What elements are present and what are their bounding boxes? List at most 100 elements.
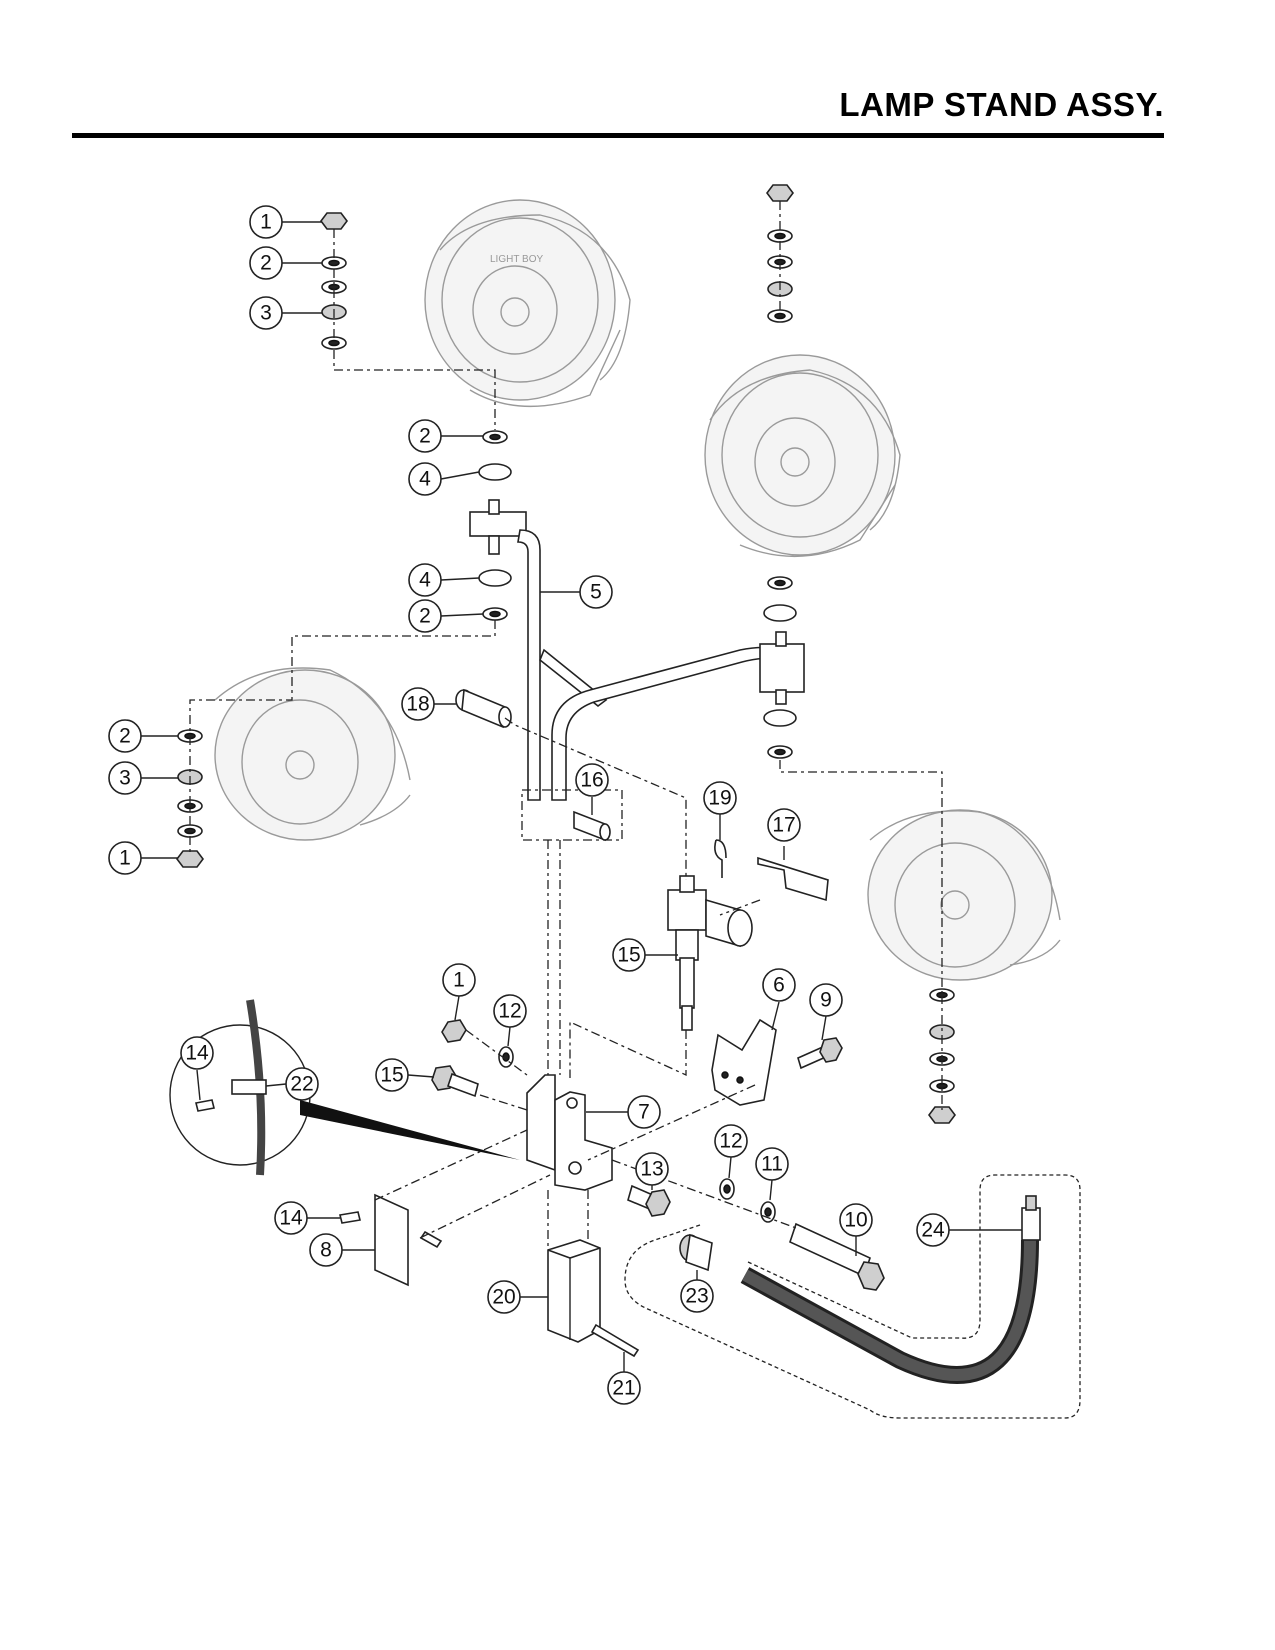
- bolt-10: [789, 1222, 885, 1291]
- latch-bracket: [757, 856, 829, 902]
- hardware-stack-center: [478, 430, 512, 621]
- callout-label: 3: [119, 767, 131, 790]
- callout-label: 9: [820, 989, 832, 1012]
- washer-12-right: [719, 1178, 735, 1200]
- callout-22: 22: [285, 1067, 319, 1101]
- callout-7: 7: [627, 1095, 661, 1129]
- hardware-stack-upper-right: [763, 184, 797, 759]
- callout-label: 1: [260, 211, 272, 234]
- callout-4-center-lower: 4: [408, 563, 442, 597]
- callout-15-upper: 15: [612, 938, 646, 972]
- callout-label: 3: [260, 302, 272, 325]
- callout-4-center-upper: 4: [408, 462, 442, 496]
- callout-label: 24: [921, 1219, 945, 1242]
- callout-label: 14: [279, 1207, 303, 1230]
- callout-label: 15: [380, 1064, 403, 1087]
- callout-label: 15: [617, 944, 640, 967]
- support-bracket: [711, 1018, 777, 1106]
- callout-label: 2: [419, 425, 431, 448]
- callout-3-left: 3: [108, 761, 142, 795]
- callout-label: 23: [685, 1285, 708, 1308]
- screw-14-b: [419, 1230, 443, 1249]
- power-cable: [740, 1195, 1041, 1384]
- callout-label: 1: [119, 847, 131, 870]
- callout-label: 7: [638, 1101, 650, 1124]
- lamp-upper-left: LIGHT BOY: [424, 199, 631, 407]
- callout-17: 17: [767, 808, 801, 842]
- callout-label: 12: [719, 1130, 742, 1153]
- callout-label: 2: [419, 605, 431, 628]
- callout-label: 16: [580, 769, 603, 792]
- spacer-tube: [573, 810, 611, 842]
- callout-label: 18: [406, 693, 429, 716]
- callout-3-top-left: 3: [249, 296, 283, 330]
- callout-label: 10: [844, 1209, 867, 1232]
- callout-label: 12: [498, 1000, 521, 1023]
- callout-1-top-left: 1: [249, 205, 283, 239]
- lock-pin: [590, 1323, 640, 1358]
- callout-16: 16: [575, 763, 609, 797]
- callout-9: 9: [809, 983, 843, 1017]
- callout-1-left: 1: [108, 841, 142, 875]
- callout-14-cover: 14: [274, 1201, 308, 1235]
- callout-6: 6: [762, 968, 796, 1002]
- callout-12-right: 12: [714, 1124, 748, 1158]
- callout-label: 8: [320, 1239, 332, 1262]
- lamp-lower-left: [214, 667, 411, 841]
- socket-tube: [547, 1239, 601, 1343]
- hair-pin-clip: [714, 839, 727, 878]
- callout-19: 19: [703, 781, 737, 815]
- callout-2-top-left: 2: [249, 246, 283, 280]
- callout-8: 8: [309, 1233, 343, 1267]
- callout-1-center: 1: [442, 963, 476, 997]
- cable-gland: [679, 1233, 713, 1272]
- mount-shaft: [667, 875, 753, 1031]
- callout-2-center-upper: 2: [408, 419, 442, 453]
- washer-11: [760, 1201, 776, 1223]
- bolt-13: [627, 1184, 671, 1217]
- washer-12-left: [498, 1046, 514, 1068]
- callout-24: 24: [916, 1213, 950, 1247]
- assembly-lines: [189, 201, 1081, 1419]
- callout-20: 20: [487, 1280, 521, 1314]
- pivot-pin: [455, 688, 512, 729]
- callout-label: 2: [260, 252, 272, 275]
- callout-21: 21: [607, 1371, 641, 1405]
- callout-label: 1: [453, 969, 465, 992]
- callout-label: 11: [761, 1153, 783, 1176]
- callout-13: 13: [635, 1152, 669, 1186]
- callout-label: 2: [119, 725, 131, 748]
- callout-23: 23: [680, 1279, 714, 1313]
- lamp-lower-right: [867, 809, 1061, 981]
- bolt-15: [431, 1065, 479, 1098]
- lamp-stand-frame: [469, 499, 805, 801]
- callout-label: 17: [772, 814, 795, 837]
- callout-2-left: 2: [108, 719, 142, 753]
- callout-14-detail: 14: [180, 1036, 214, 1070]
- callout-leaders: [141, 221, 1022, 1372]
- callout-18: 18: [401, 687, 435, 721]
- page-title: LAMP STAND ASSY.: [839, 86, 1164, 123]
- callout-label: 22: [290, 1073, 313, 1096]
- hardware-stack-upper-left: [320, 212, 348, 350]
- callout-label: 13: [640, 1158, 663, 1181]
- lamp-badge: LIGHT BOY: [490, 254, 543, 265]
- callout-label: 5: [590, 581, 602, 604]
- callout-11: 11: [755, 1147, 789, 1181]
- lamp-upper-right: [704, 354, 901, 557]
- cover-plate: [374, 1193, 409, 1287]
- callout-label: 14: [185, 1042, 209, 1065]
- callout-15-lower: 15: [375, 1058, 409, 1092]
- callout-label: 6: [773, 974, 785, 997]
- bolt-9: [797, 1037, 843, 1070]
- callout-label: 19: [708, 787, 731, 810]
- title-rule: [72, 133, 1164, 138]
- callout-label: 20: [492, 1286, 515, 1309]
- callout-label: 4: [419, 468, 431, 491]
- screw-14-a: [339, 1211, 361, 1224]
- callout-2-center-lower: 2: [408, 599, 442, 633]
- callout-5: 5: [579, 575, 613, 609]
- base-bracket: [526, 1074, 613, 1191]
- callout-10: 10: [839, 1203, 873, 1237]
